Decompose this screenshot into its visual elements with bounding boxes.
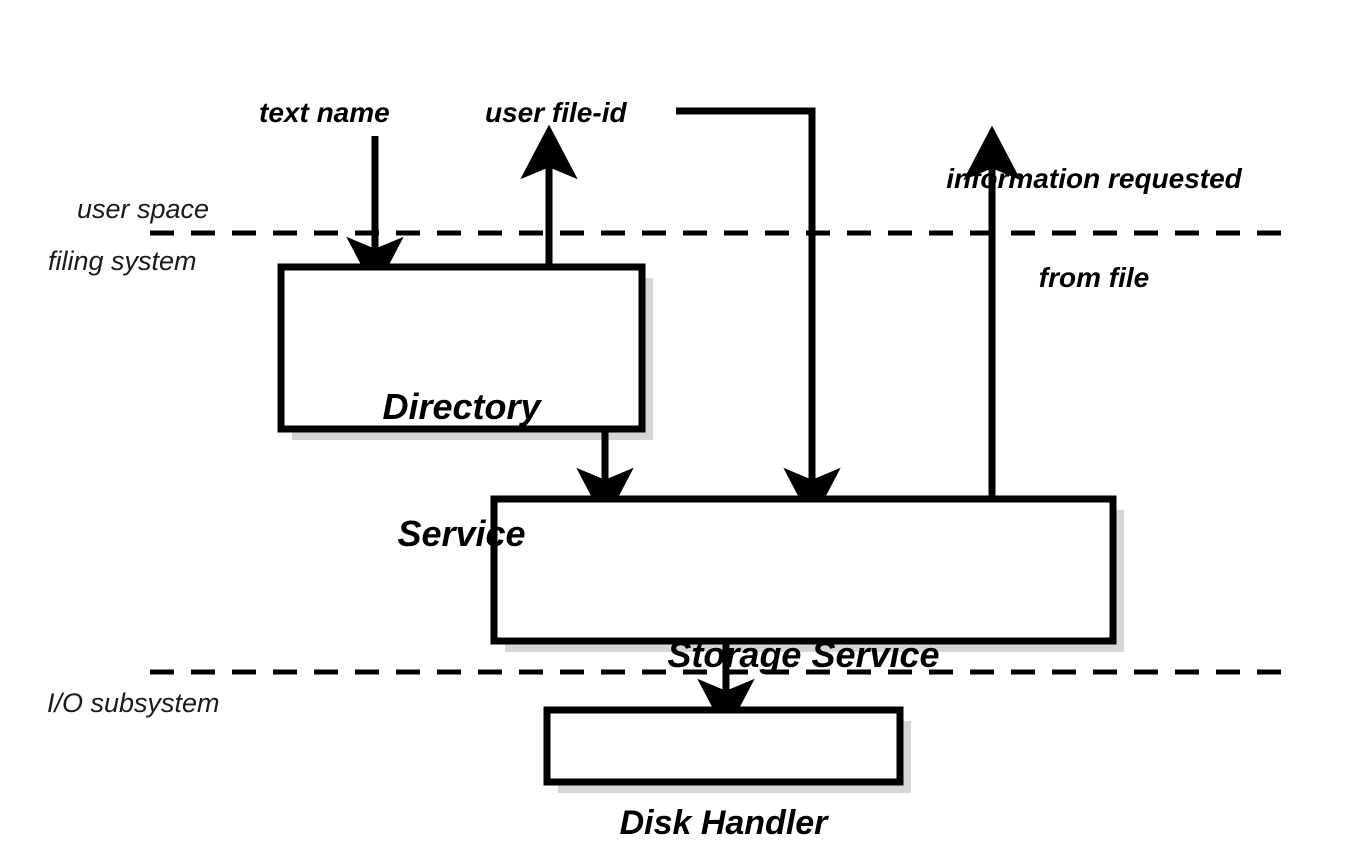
directory-service-label: Directory Service xyxy=(281,301,642,641)
process-boxes xyxy=(277,263,1117,786)
directory-service-label-line2: Service xyxy=(397,513,526,555)
disk-handler-box[interactable] xyxy=(543,706,904,786)
disk-handler-label: Disk Handler xyxy=(547,723,900,854)
annotation-information-requested: information requested from file xyxy=(908,96,1280,360)
boundary-lines xyxy=(150,230,1297,675)
connector-user-file-id-to-storage-service xyxy=(676,107,841,523)
directory-service-label-line1: Directory xyxy=(382,385,541,427)
annotation-information-requested-line2: from file xyxy=(1038,262,1150,294)
storage-service-label: Storage Service xyxy=(494,549,1113,761)
annotation-information-requested-line1: information requested xyxy=(946,163,1242,195)
annotation-filing-system: filing system xyxy=(48,246,197,276)
annotation-user-file-id: user file-id xyxy=(485,97,627,128)
directory-service-box[interactable] xyxy=(277,263,646,433)
storage-service-label-line1: Storage Service xyxy=(667,633,940,675)
connectors xyxy=(346,107,1021,734)
annotation-user-space: user space xyxy=(77,194,210,224)
annotation-io-subsystem: I/O subsystem xyxy=(47,688,220,718)
annotation-text-name: text name xyxy=(259,97,390,128)
storage-service-box[interactable] xyxy=(490,495,1117,645)
disk-handler-label-line1: Disk Handler xyxy=(619,804,828,843)
